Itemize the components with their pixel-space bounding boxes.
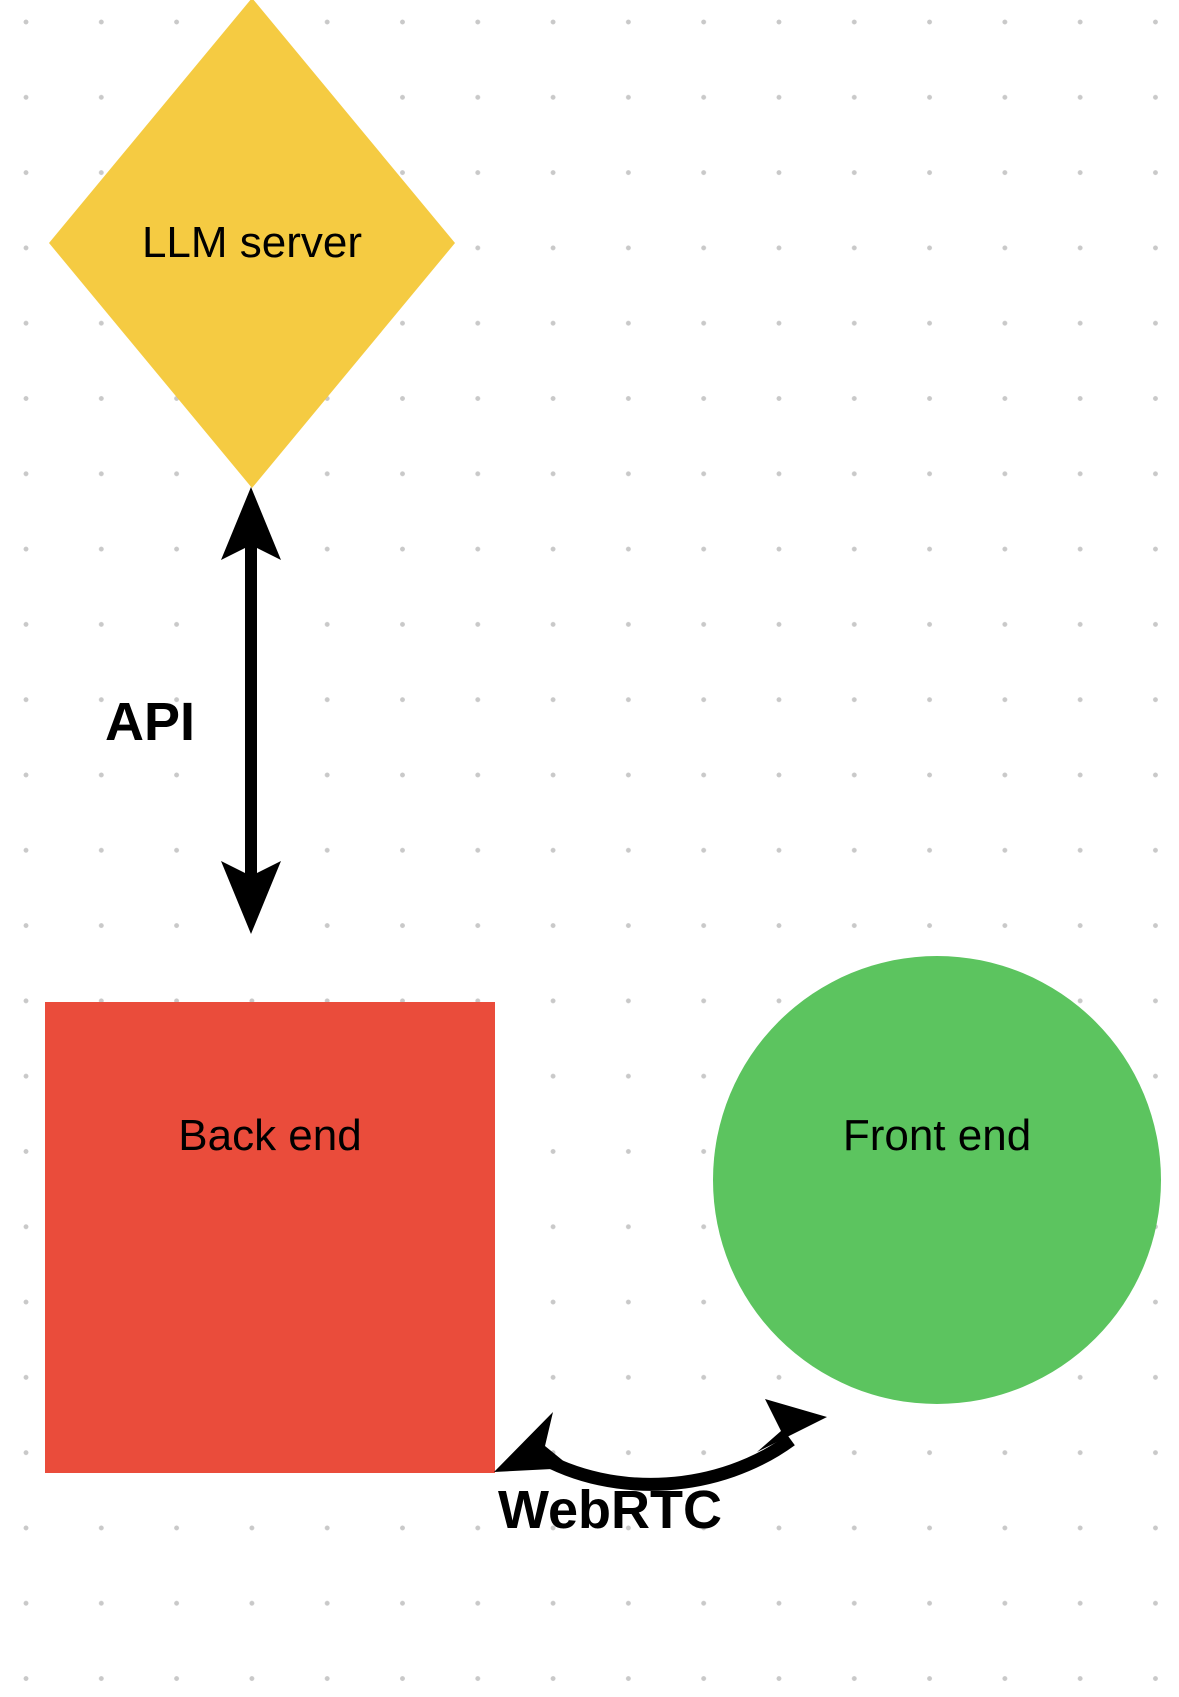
back-end-label: Back end bbox=[178, 1111, 362, 1160]
front-end-label: Front end bbox=[842, 1111, 1032, 1160]
webrtc-edge-label: WebRTC bbox=[498, 1480, 722, 1540]
api-edge-label: API bbox=[104, 692, 196, 752]
llm-server-diamond-shape[interactable] bbox=[49, 0, 455, 488]
llm-server-label: LLM server bbox=[141, 218, 363, 267]
front-end-circle-shape[interactable] bbox=[713, 956, 1161, 1404]
back-end-rect-shape[interactable] bbox=[45, 1002, 495, 1473]
